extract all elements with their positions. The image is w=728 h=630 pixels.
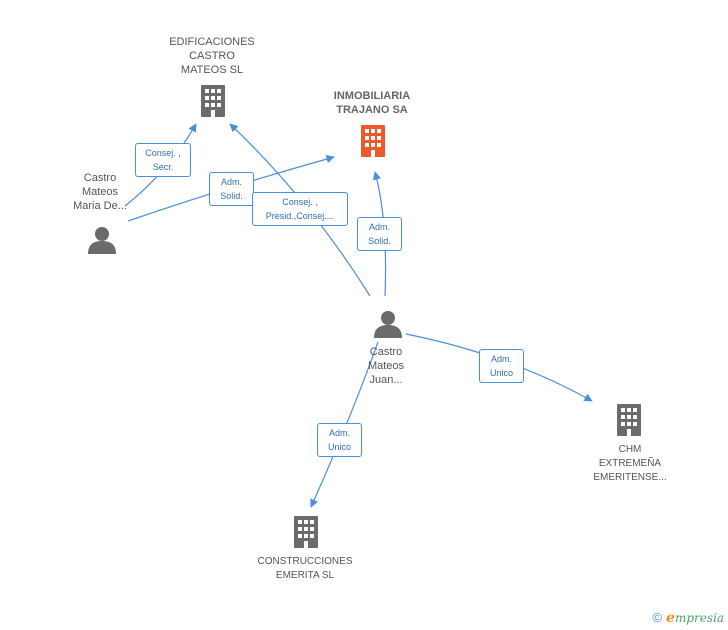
label-line: CASTRO xyxy=(189,50,235,62)
label-line: CONSTRUCCIONES xyxy=(257,556,353,567)
person-label-juan[interactable]: Castro Mateos Juan... xyxy=(346,345,426,387)
edge-label-line: Adm. xyxy=(490,354,512,364)
label-line: EXTREMEÑA xyxy=(598,458,662,469)
label-line: Castro xyxy=(83,172,117,184)
edge-label-line: Unico xyxy=(327,442,351,452)
edge-label-line: Consej. , xyxy=(282,197,318,207)
person-icon[interactable] xyxy=(374,311,402,338)
label-line: EMERITA SL xyxy=(275,570,335,581)
building-icon[interactable] xyxy=(617,404,641,436)
brand-logo-text: mpresia xyxy=(674,611,724,625)
company-label-edificaciones[interactable]: EDIFICACIONES CASTRO MATEOS SL xyxy=(166,35,258,77)
company-label-inmobiliaria[interactable]: INMOBILIARIA TRAJANO SA xyxy=(326,89,418,117)
edge-label-line: Adm. xyxy=(220,177,242,187)
label-line: Maria De... xyxy=(73,200,127,212)
person-label-maria[interactable]: Castro Mateos Maria De... xyxy=(60,171,140,213)
edge-label-line: Adm. xyxy=(328,428,350,438)
brand-logo-initial: e xyxy=(666,610,675,626)
label-line: EDIFICACIONES xyxy=(169,36,255,48)
label-line: Juan... xyxy=(369,374,403,386)
edge-label-juan-chm[interactable]: Adm. Unico xyxy=(479,349,524,383)
edge-juan-construcciones xyxy=(310,341,379,508)
building-icon[interactable] xyxy=(361,125,385,157)
label-line: TRAJANO SA xyxy=(336,104,408,116)
label-line: INMOBILIARIA xyxy=(333,90,411,102)
edge-label-line: Solid. xyxy=(220,191,243,201)
company-label-chm[interactable]: CHM EXTREMEÑA EMERITENSE... xyxy=(580,443,680,485)
label-line: Mateos xyxy=(367,360,405,372)
edge-label-juan-inmobiliaria[interactable]: Adm. Solid. xyxy=(357,217,402,251)
copyright-brand[interactable]: ©empresia xyxy=(652,610,724,626)
edge-label-line: Presid.,Consej.... xyxy=(265,211,335,221)
copyright-icon: © xyxy=(652,610,663,625)
edge-label-line: Adm. xyxy=(368,222,390,232)
label-line: EMERITENSE... xyxy=(593,472,667,483)
building-icon[interactable] xyxy=(294,516,318,548)
edge-label-juan-edificaciones[interactable]: Consej. , Presid.,Consej.... xyxy=(252,192,348,226)
edge-label-juan-construcciones[interactable]: Adm. Unico xyxy=(317,423,362,457)
edge-label-maria-edificaciones[interactable]: Consej. , Secr. xyxy=(135,143,191,177)
label-line: Castro xyxy=(369,346,403,358)
label-line: Mateos xyxy=(81,186,119,198)
edge-label-line: Unico xyxy=(489,368,513,378)
edge-label-line: Solid. xyxy=(368,236,391,246)
edge-label-maria-inmobiliaria[interactable]: Adm. Solid. xyxy=(209,172,254,206)
label-line: CHM xyxy=(618,444,642,455)
edge-label-line: Consej. , xyxy=(145,148,181,158)
building-icon[interactable] xyxy=(201,85,225,117)
company-label-construcciones[interactable]: CONSTRUCCIONES EMERITA SL xyxy=(250,555,360,583)
label-line: MATEOS SL xyxy=(180,64,244,76)
person-icon[interactable] xyxy=(88,227,116,254)
edge-label-line: Secr. xyxy=(152,162,174,172)
